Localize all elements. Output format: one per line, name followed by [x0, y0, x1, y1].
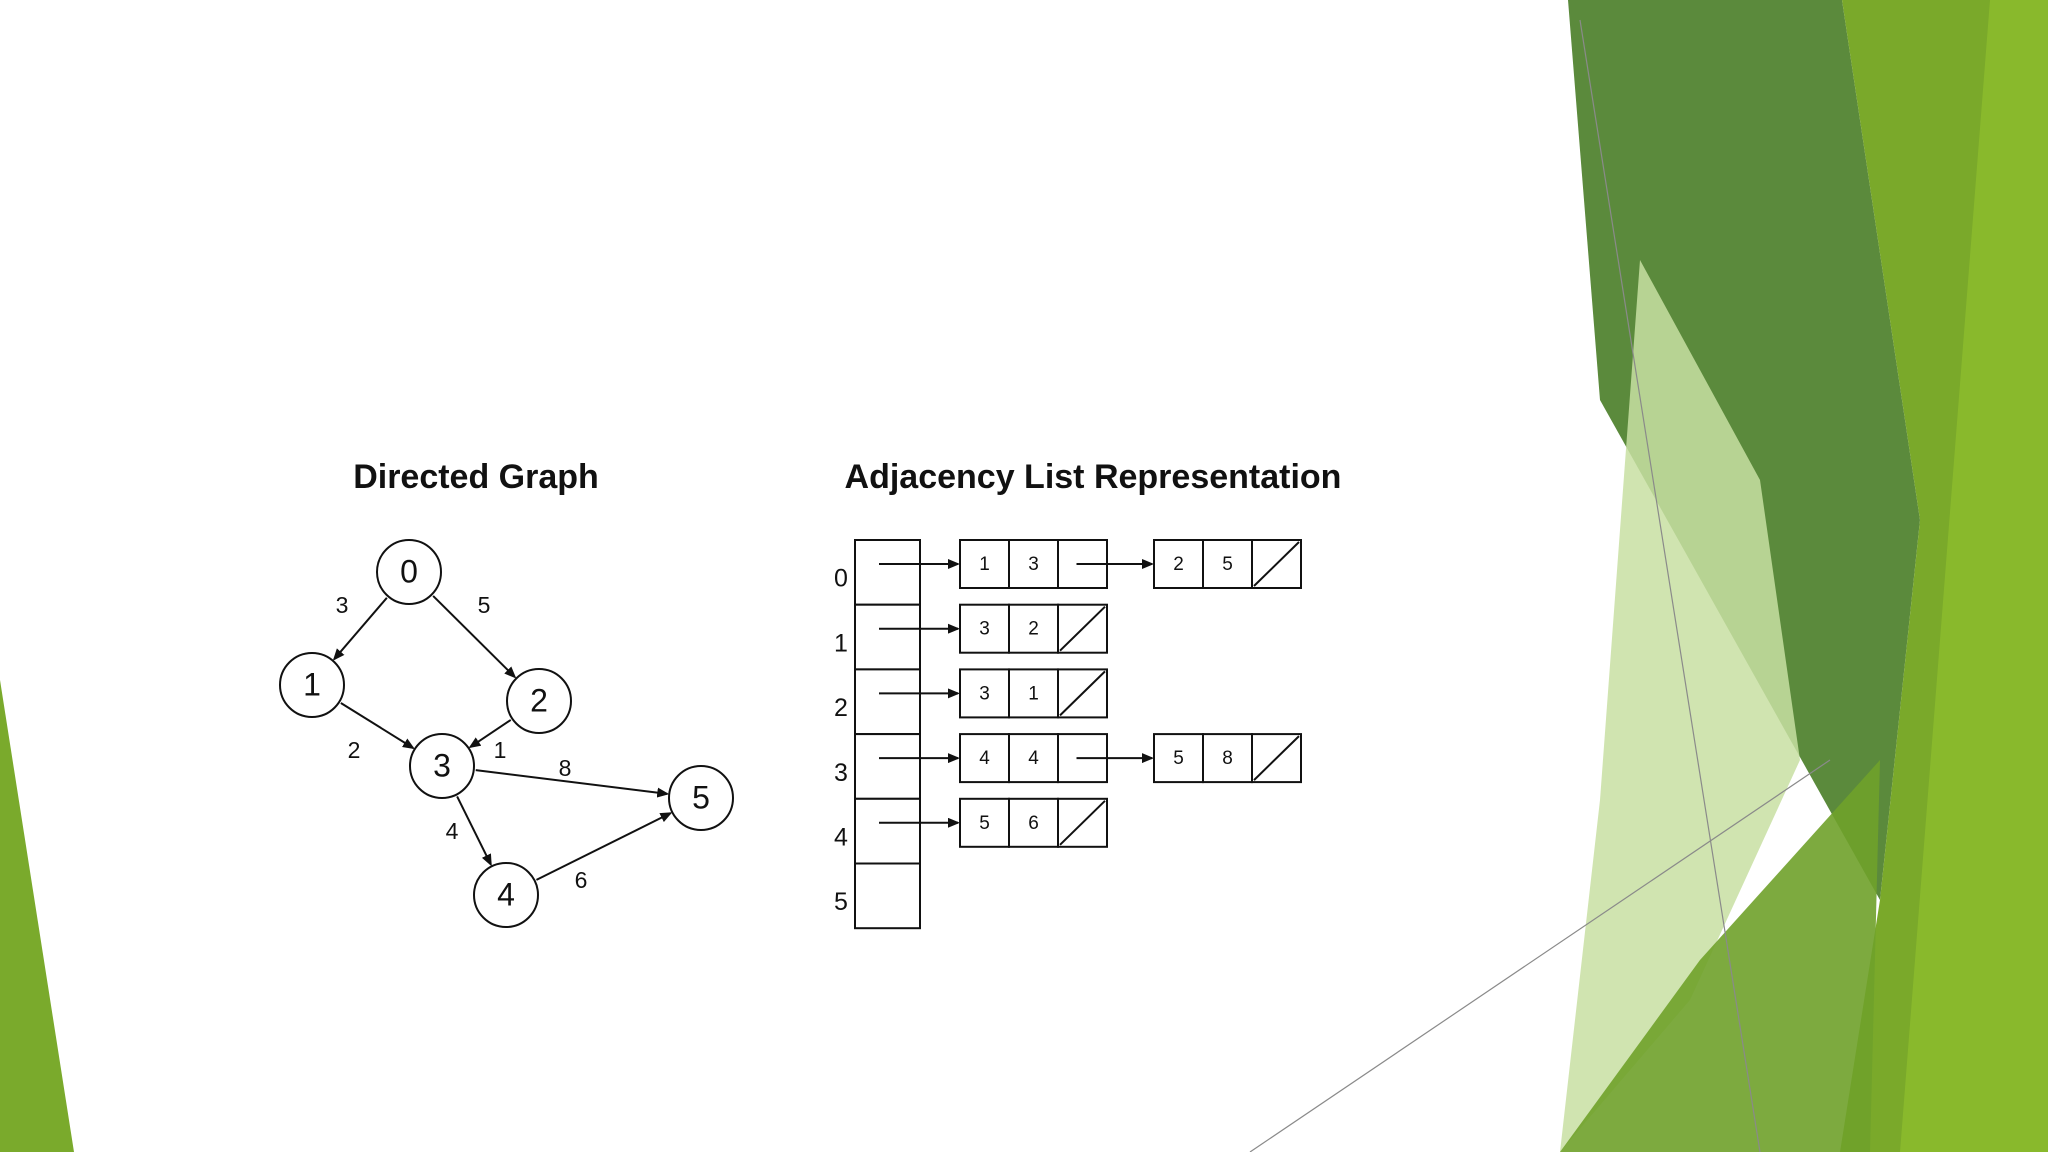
- vertex-cell: [959, 733, 1010, 784]
- vertex-value: 5: [1173, 748, 1184, 769]
- array-slot-1: [854, 603, 921, 671]
- right-thin-line-2: [1249, 759, 1831, 1152]
- null-pointer-slash: [1253, 735, 1300, 781]
- array-index-0: 0: [834, 565, 848, 593]
- weight-cell: [1008, 603, 1059, 654]
- node-3: [409, 733, 475, 799]
- array-index-3: 3: [834, 759, 848, 787]
- vertex-value: 2: [1173, 554, 1184, 575]
- vertex-value: 1: [979, 554, 990, 575]
- array-index-5: 5: [834, 888, 848, 916]
- edge-weight-3-5: 8: [559, 755, 572, 781]
- node-label-0: 0: [400, 553, 418, 589]
- vertex-value: 4: [979, 748, 990, 769]
- edge-4-5: [535, 812, 673, 881]
- right-bright-strip: [1900, 0, 2048, 1152]
- null-pointer-slash: [1059, 800, 1106, 846]
- vertex-cell: [1153, 733, 1204, 784]
- null-pointer-slash: [1253, 541, 1300, 587]
- right-thin-line-1: [1579, 19, 1761, 1152]
- edge-weight-4-5: 6: [575, 867, 588, 893]
- edge-0-2: [432, 595, 517, 679]
- null-pointer-slash: [1059, 605, 1106, 652]
- adjacency-title: Adjacency List Representation: [845, 458, 1342, 496]
- weight-cell: [1202, 539, 1253, 589]
- array-slot-2: [854, 668, 921, 736]
- node-2: [506, 668, 572, 734]
- right-dark-green-facet: [1568, 0, 1920, 900]
- node-label-1: 1: [303, 666, 321, 702]
- weight-cell: [1008, 668, 1059, 719]
- node-label-5: 5: [692, 779, 710, 815]
- node-1: [279, 652, 345, 718]
- vertex-value: 5: [979, 813, 990, 834]
- vertex-value: 3: [979, 619, 990, 640]
- left-green-sliver: [0, 680, 74, 1152]
- weight-cell: [1008, 539, 1059, 589]
- right-pale-facet: [1560, 260, 1800, 1152]
- weight-value: 8: [1222, 748, 1233, 769]
- vertex-cell: [959, 603, 1010, 654]
- edge-3-5: [475, 769, 670, 798]
- weight-value: 4: [1028, 748, 1039, 769]
- right-bottom-facet: [1560, 760, 1880, 1152]
- node-label-3: 3: [433, 747, 451, 783]
- weight-value: 2: [1028, 619, 1039, 640]
- array-slot-4: [854, 797, 921, 865]
- node-label-2: 2: [530, 682, 548, 718]
- edge-weight-1-3: 2: [348, 737, 361, 763]
- array-slot-0: [854, 539, 921, 606]
- array-slot-3: [854, 733, 921, 800]
- array-slot-5: [854, 862, 921, 930]
- edge-weight-3-4: 4: [446, 818, 459, 844]
- edge-0-1: [332, 597, 388, 661]
- node-0: [376, 539, 442, 605]
- weight-value: 3: [1028, 554, 1039, 575]
- weight-value: 5: [1222, 554, 1233, 575]
- edge-2-3: [468, 719, 512, 749]
- edge-weight-0-2: 5: [478, 592, 491, 618]
- weight-value: 6: [1028, 813, 1039, 834]
- weight-cell: [1202, 733, 1253, 784]
- vertex-value: 3: [979, 683, 990, 704]
- weight-value: 1: [1028, 683, 1039, 704]
- edge-1-3: [340, 702, 415, 750]
- array-index-4: 4: [834, 824, 848, 852]
- node-4: [473, 862, 539, 928]
- edge-3-4: [456, 796, 492, 867]
- array-index-1: 1: [834, 629, 848, 657]
- vertex-cell: [1153, 539, 1204, 589]
- node-5: [668, 765, 734, 831]
- vertex-cell: [959, 797, 1010, 848]
- weight-cell: [1008, 733, 1059, 784]
- edge-weight-0-1: 3: [336, 592, 349, 618]
- node-label-4: 4: [497, 876, 515, 912]
- vertex-cell: [959, 668, 1010, 719]
- null-pointer-slash: [1059, 670, 1106, 717]
- graph-title: Directed Graph: [353, 458, 599, 496]
- array-index-2: 2: [834, 694, 848, 722]
- edge-weight-2-3: 1: [494, 737, 507, 763]
